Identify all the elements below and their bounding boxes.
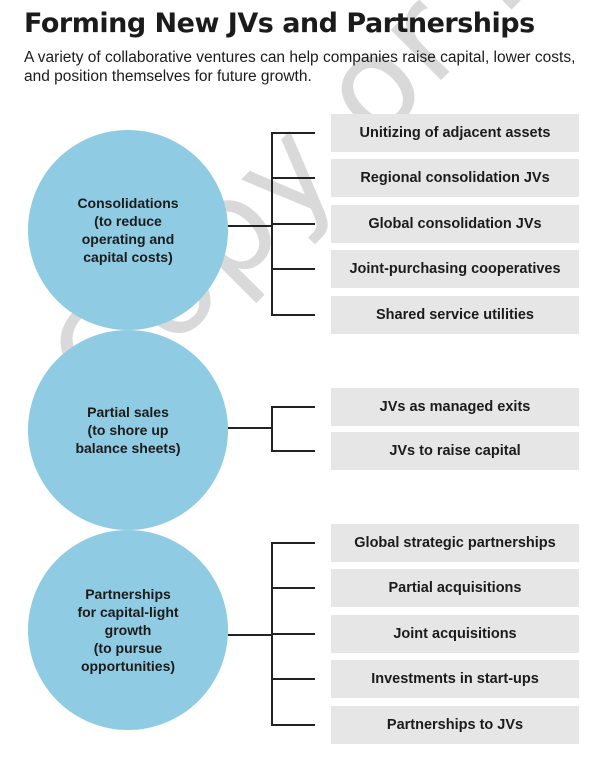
bracket-tick: [271, 132, 315, 134]
bracket-tick: [271, 678, 315, 680]
item-label: Investments in start-ups: [371, 671, 539, 687]
bracket-tick: [271, 314, 315, 316]
page-subtitle: A variety of collaborative ventures can …: [24, 49, 576, 85]
item-box-regional-consolidation: Regional consolidation JVs: [331, 159, 579, 197]
bracket-tick: [271, 268, 315, 270]
item-box-startups: Investments in start-ups: [331, 660, 579, 698]
item-label: JVs as managed exits: [379, 399, 531, 415]
bracket-tick: [271, 450, 315, 452]
partial-sales-label: Partial sales (to shore up balance sheet…: [75, 404, 181, 456]
bracket-tick: [271, 542, 315, 544]
item-box-partnerships-to-jvs: Partnerships to JVs: [331, 706, 579, 744]
bracket-tick: [271, 587, 315, 589]
item-box-joint-acquisitions: Joint acquisitions: [331, 615, 579, 653]
item-box-global-consolidation: Global consolidation JVs: [331, 205, 579, 243]
item-box-global-strategic: Global strategic partnerships: [331, 524, 579, 562]
item-label: JVs to raise capital: [389, 443, 521, 459]
item-label: Global strategic partnerships: [354, 535, 556, 551]
item-box-unitizing: Unitizing of adjacent assets: [331, 114, 579, 152]
item-label: Regional consolidation JVs: [360, 170, 550, 186]
bracket-tick: [271, 177, 315, 179]
item-label: Joint acquisitions: [393, 626, 517, 642]
partnerships-label: Partnerships for capital-light growth (t…: [77, 586, 179, 674]
item-label: Partnerships to JVs: [386, 717, 524, 733]
partnerships-circle: Partnerships for capital-light growth (t…: [28, 530, 228, 730]
partnerships-connector: [228, 634, 272, 636]
item-label: Partial acquisitions: [388, 580, 522, 596]
item-label: Global consolidation JVs: [368, 216, 542, 232]
partial-sales-connector: [228, 427, 272, 429]
item-box-raise-capital: JVs to raise capital: [331, 432, 579, 470]
bracket-tick: [271, 633, 315, 635]
consolidations-connector: [228, 225, 272, 227]
bracket-tick: [271, 223, 315, 225]
item-label: Joint-purchasing cooperatives: [349, 261, 561, 277]
partial-sales-circle: Partial sales (to shore up balance sheet…: [28, 330, 228, 530]
item-label: Unitizing of adjacent assets: [359, 125, 551, 141]
partial-sales-bracket: [271, 406, 273, 452]
item-box-joint-purchasing: Joint-purchasing cooperatives: [331, 250, 579, 288]
consolidations-circle: Consolidations (to reduce operating and …: [28, 130, 228, 330]
item-box-shared-service: Shared service utilities: [331, 296, 579, 334]
bracket-tick: [271, 724, 315, 726]
consolidations-label: Consolidations (to reduce operating and …: [77, 195, 179, 265]
item-label: Shared service utilities: [376, 307, 534, 323]
item-box-partial-acquisitions: Partial acquisitions: [331, 569, 579, 607]
page-title: Forming New JVs and Partnerships: [24, 8, 535, 39]
item-box-managed-exits: JVs as managed exits: [331, 388, 579, 426]
bracket-tick: [271, 406, 315, 408]
